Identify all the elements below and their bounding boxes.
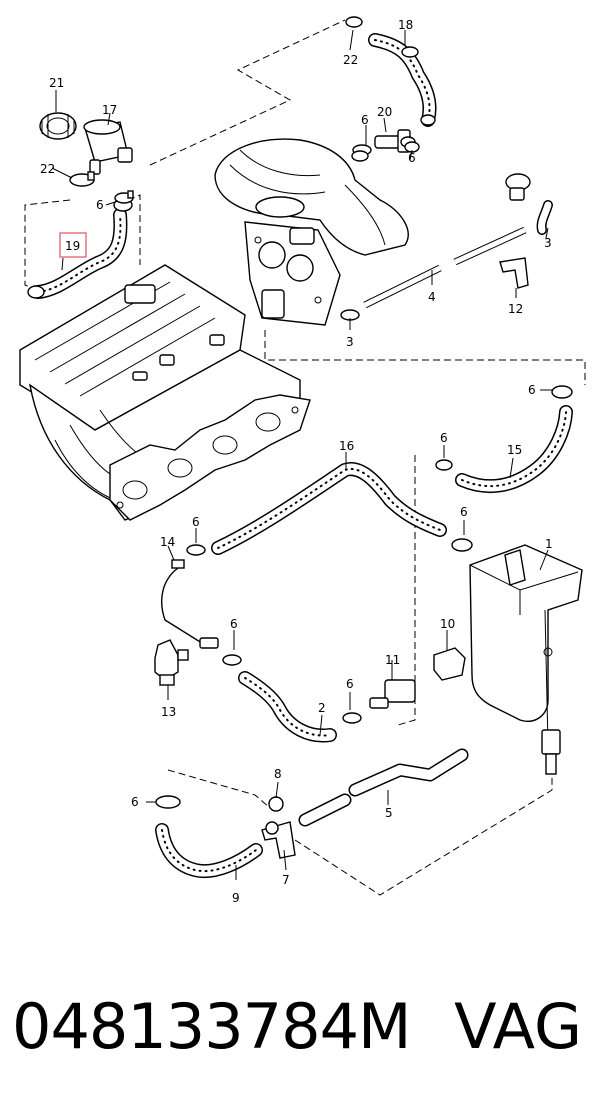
callout-10: 10: [440, 617, 455, 631]
hose-9: [155, 795, 263, 879]
callout-5: 5: [385, 806, 393, 820]
callout-3a: 3: [346, 335, 354, 349]
footer: 048133784M VAG: [0, 982, 600, 1082]
callout-6a: 6: [96, 198, 104, 212]
callout-11: 11: [385, 653, 400, 667]
callout-6j: 6: [131, 795, 139, 809]
callout-14: 14: [160, 535, 175, 549]
air-intake-duct: [214, 138, 409, 256]
pipe-4: [363, 226, 527, 309]
callout-12: 12: [508, 302, 523, 316]
callout-19: 19: [65, 239, 80, 253]
part-number: 048133784M: [12, 990, 412, 1063]
line-14: [161, 559, 219, 649]
throttle-body: [244, 221, 360, 326]
callout-8: 8: [274, 767, 282, 781]
filter-17: [83, 119, 133, 175]
callout-20: 20: [377, 105, 392, 119]
callout-6g: 6: [192, 515, 200, 529]
intake-manifold: [19, 264, 311, 521]
hose-18: [345, 16, 437, 127]
callout-17: 17: [102, 103, 117, 117]
callout-4: 4: [428, 290, 436, 304]
callout-13: 13: [161, 705, 176, 719]
callout-leaders: [51, 29, 552, 880]
callout-16: 16: [339, 439, 354, 453]
valve-11: [369, 668, 416, 709]
bracket-12: [499, 257, 529, 289]
hose-15: [435, 385, 573, 493]
valve-13: [154, 639, 189, 686]
callout-22a: 22: [40, 162, 55, 176]
callout-numbers: 1 2 3 3 4 5 6 6 6 6 6 6 6 6 6 6 7 8 9 10…: [40, 18, 553, 905]
callout-21: 21: [49, 76, 64, 90]
hose-16: [186, 462, 473, 556]
callout-1: 1: [545, 537, 553, 551]
callout-2: 2: [318, 701, 326, 715]
clamps-6: [351, 141, 420, 162]
solenoid-10: [433, 647, 466, 681]
charcoal-canister-1: [469, 544, 583, 775]
callout-6h: 6: [230, 617, 238, 631]
hose-2: [222, 654, 362, 743]
exploded-parts-diagram: 1 2 3 3 4 5 6 6 6 6 6 6 6 6 6 6 7 8 9 10…: [19, 16, 586, 905]
callout-19-highlight: [59, 232, 87, 258]
callout-6b: 6: [361, 113, 369, 127]
pipe-5: [298, 748, 469, 827]
callout-6i: 6: [346, 677, 354, 691]
clamp-6-near-19: [114, 190, 134, 204]
callout-22b: 22: [343, 53, 358, 67]
callout-3b: 3: [544, 236, 552, 250]
ring-21: [39, 112, 77, 140]
brand-label: VAG: [454, 990, 582, 1063]
valve-top-right: [505, 173, 553, 235]
callout-6d: 6: [528, 383, 536, 397]
callout-15: 15: [507, 443, 522, 457]
clip-7: [261, 821, 296, 859]
callout-7: 7: [282, 873, 290, 887]
clamp-22a: [69, 171, 95, 187]
callout-18: 18: [398, 18, 413, 32]
callout-6e: 6: [440, 431, 448, 445]
callout-6f: 6: [460, 505, 468, 519]
callout-6c: 6: [408, 151, 416, 165]
callout-9: 9: [232, 891, 240, 905]
hose-19: [27, 198, 133, 299]
cap-8: [268, 796, 284, 812]
